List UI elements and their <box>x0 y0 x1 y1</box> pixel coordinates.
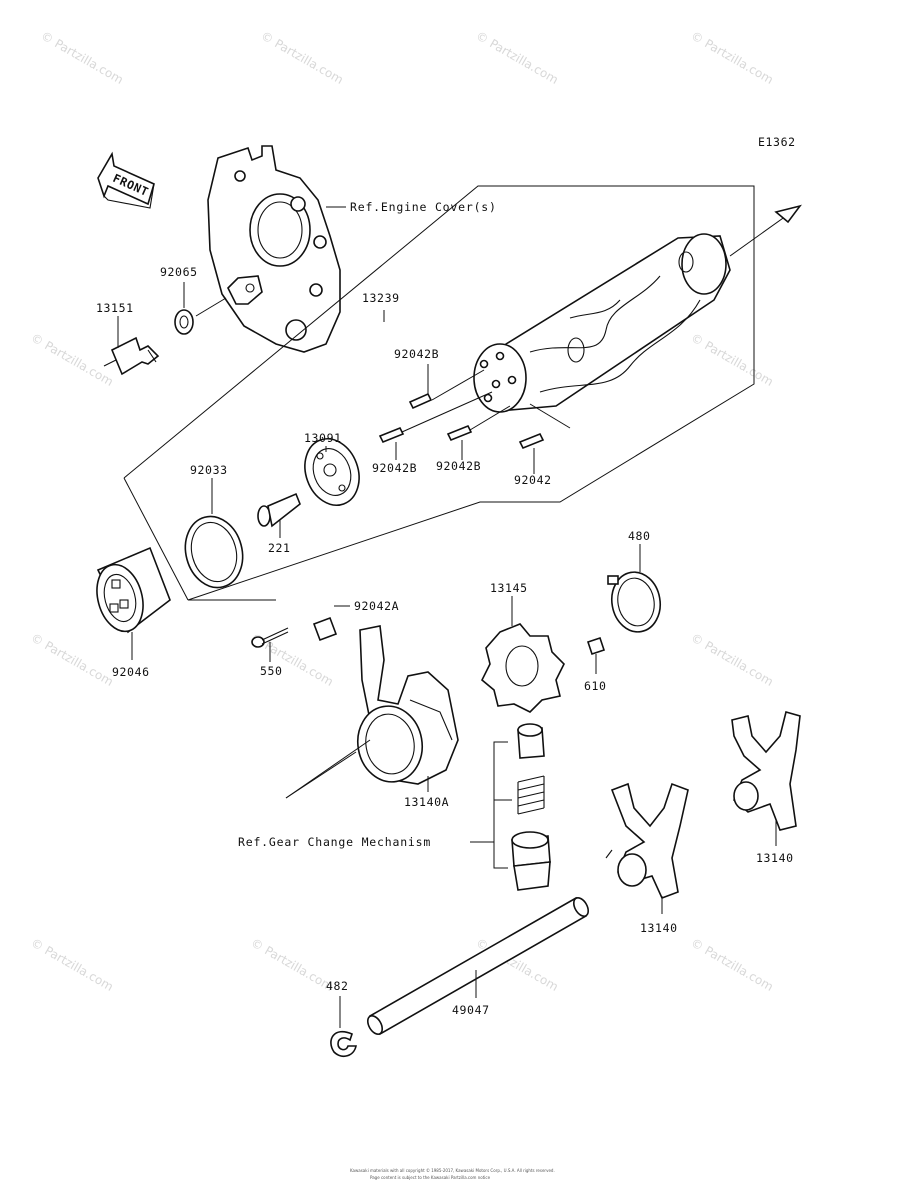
shift-drum <box>473 233 731 413</box>
part-label-92042A: 92042A <box>354 599 399 613</box>
copyright-line: Kawasaki materials with all copyright © … <box>350 1168 555 1173</box>
part-label-49047: 49047 <box>452 1003 490 1017</box>
part-label-13140: 13140 <box>640 921 678 935</box>
watermark: © Partzilla.com <box>689 935 776 993</box>
copyright-line: Page content is subject to the Kawasaki … <box>370 1175 491 1180</box>
part-label-92046: 92046 <box>112 665 150 679</box>
part-label-92042: 92042 <box>514 473 552 487</box>
cotter-pin-550 <box>251 627 289 648</box>
pin-610 <box>586 636 606 656</box>
watermark: © Partzilla.com <box>29 935 116 993</box>
part-label-13151: 13151 <box>96 301 134 315</box>
ref-engine-cover-label: Ref.Engine Cover(s) <box>350 200 497 214</box>
part-label-482: 482 <box>326 979 349 993</box>
circlip-480 <box>607 571 662 633</box>
pin-92042A <box>312 616 338 642</box>
part-label-550: 550 <box>260 664 283 678</box>
drum-assembly-outline <box>123 185 755 601</box>
part-label-13140: 13140 <box>756 851 794 865</box>
bearing-92046 <box>96 546 171 634</box>
ring-92033 <box>184 515 244 589</box>
part-label-92042B: 92042B <box>436 459 481 473</box>
part-label-92042B: 92042B <box>394 347 439 361</box>
watermark: © Partzilla.com <box>259 28 346 86</box>
watermark: © Partzilla.com <box>29 330 116 388</box>
part-label-480: 480 <box>628 529 651 543</box>
shift-fork-13140-center <box>605 782 689 900</box>
diagram-code: E1362 <box>758 135 796 149</box>
shaft-49047 <box>366 896 590 1036</box>
neutral-switch-13151 <box>103 336 160 376</box>
shift-fork-13140A <box>357 625 459 785</box>
watermark: © Partzilla.com <box>689 330 776 388</box>
watermark: © Partzilla.com <box>689 28 776 86</box>
screw-221 <box>257 492 301 528</box>
e-clip-482 <box>330 1030 357 1058</box>
part-label-610: 610 <box>584 679 607 693</box>
part-label-13239: 13239 <box>362 291 400 305</box>
front-arrow-icon: FRONT <box>97 151 155 209</box>
watermark: © Partzilla.com <box>689 630 776 688</box>
part-label-13091: 13091 <box>304 431 342 445</box>
part-label-92033: 92033 <box>190 463 228 477</box>
watermark: © Partzilla.com <box>474 28 561 86</box>
washer-92065 <box>174 309 194 335</box>
part-label-221: 221 <box>268 541 291 555</box>
part-label-13145: 13145 <box>490 581 528 595</box>
part-label-92042B: 92042B <box>372 461 417 475</box>
dowel-pins <box>378 392 545 450</box>
part-label-92065: 92065 <box>160 265 198 279</box>
cam-13145 <box>481 623 565 713</box>
detent-assembly <box>511 723 551 891</box>
watermark: © Partzilla.com <box>29 630 116 688</box>
plate-13091 <box>304 438 360 506</box>
ref-gear-change-label: Ref.Gear Change Mechanism <box>238 835 431 849</box>
watermark: © Partzilla.com <box>249 935 336 993</box>
shift-fork-13140-right <box>731 711 801 831</box>
watermark: © Partzilla.com <box>39 28 126 86</box>
engine-cover <box>207 145 341 353</box>
part-label-13140A: 13140A <box>404 795 449 809</box>
